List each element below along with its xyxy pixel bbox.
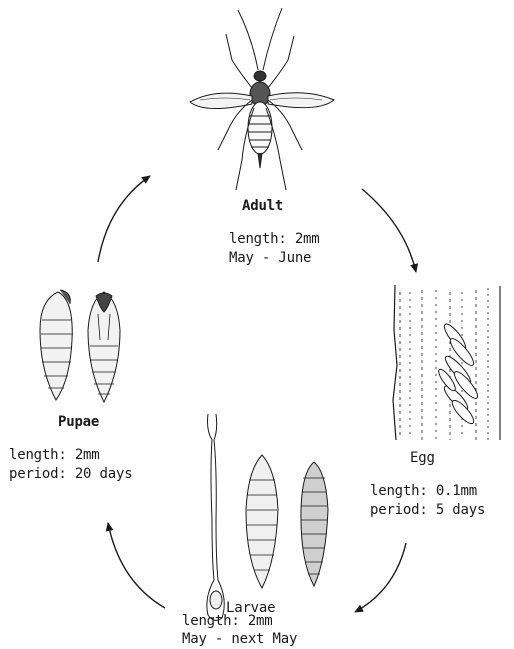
adult-insect-illustration bbox=[190, 8, 334, 190]
egg-stage-name: Egg bbox=[410, 449, 435, 468]
egg-length: length: 0.1mm bbox=[370, 482, 477, 501]
adult-period: May - June bbox=[229, 249, 311, 268]
egg-illustration bbox=[393, 285, 500, 440]
arrow-larvae-to-pupae bbox=[108, 523, 165, 608]
egg-period: period: 5 days bbox=[370, 501, 485, 520]
pupae-stage-name: Pupae bbox=[58, 413, 99, 432]
adult-stage-name: Adult bbox=[242, 197, 283, 216]
arrow-adult-to-egg bbox=[362, 189, 416, 272]
pupae-length: length: 2mm bbox=[9, 446, 100, 465]
pupae-period: period: 20 days bbox=[9, 465, 132, 484]
larvae-period: May - next May bbox=[182, 630, 297, 649]
larvae-illustration bbox=[207, 414, 328, 620]
larvae-length: length: 2mm bbox=[182, 612, 273, 631]
adult-length: length: 2mm bbox=[229, 230, 320, 249]
arrow-egg-to-larvae bbox=[355, 543, 406, 612]
pupae-illustration bbox=[40, 290, 120, 402]
arrow-pupae-to-adult bbox=[98, 176, 150, 262]
